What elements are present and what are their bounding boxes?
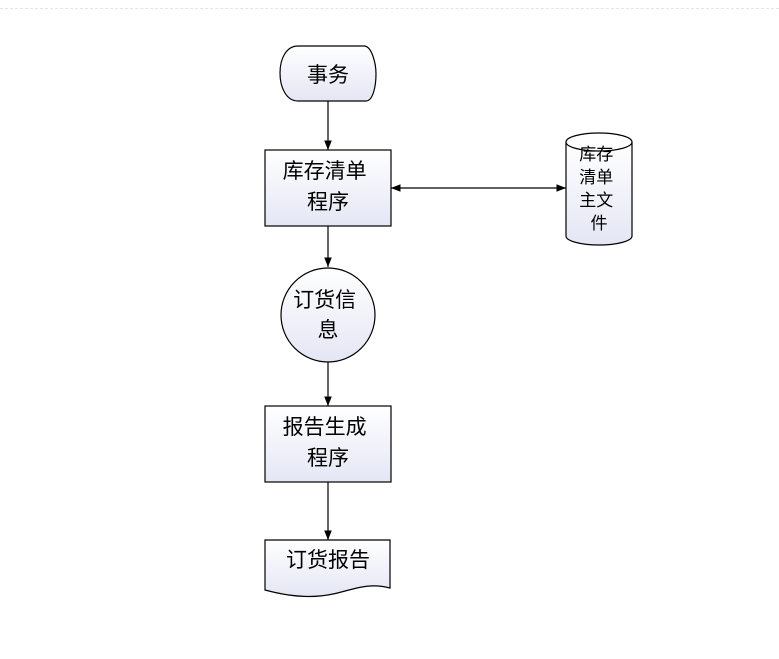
top-dashed-rule (0, 8, 779, 9)
node-order-report: 订货报告 (264, 539, 391, 598)
node-report-program: 报告生成 程序 (264, 405, 392, 483)
order-info-circle (280, 267, 376, 363)
order-report-document-shape (264, 539, 391, 598)
transaction-shape (279, 45, 377, 102)
inventory-program-label: 库存清单 程序 (283, 159, 374, 214)
node-inventory-program: 库存清单 程序 (264, 149, 392, 227)
report-program-label: 报告生成 程序 (283, 415, 374, 470)
node-transaction: 事务 (279, 45, 377, 102)
master-file-cylinder-top (565, 132, 633, 152)
order-info-label: 订货信 息 (293, 288, 363, 342)
order-report-label: 订货报告 (286, 548, 370, 572)
master-file-label: 库存 清单 主文 件 (579, 145, 618, 234)
master-file-cylinder-body (565, 142, 633, 246)
report-program-box (264, 405, 392, 483)
transaction-label: 事务 (307, 63, 349, 87)
node-order-info: 订货信 息 (280, 267, 376, 363)
inventory-program-box (264, 149, 392, 227)
node-inventory-master-file: 库存 清单 主文 件 (565, 132, 633, 246)
